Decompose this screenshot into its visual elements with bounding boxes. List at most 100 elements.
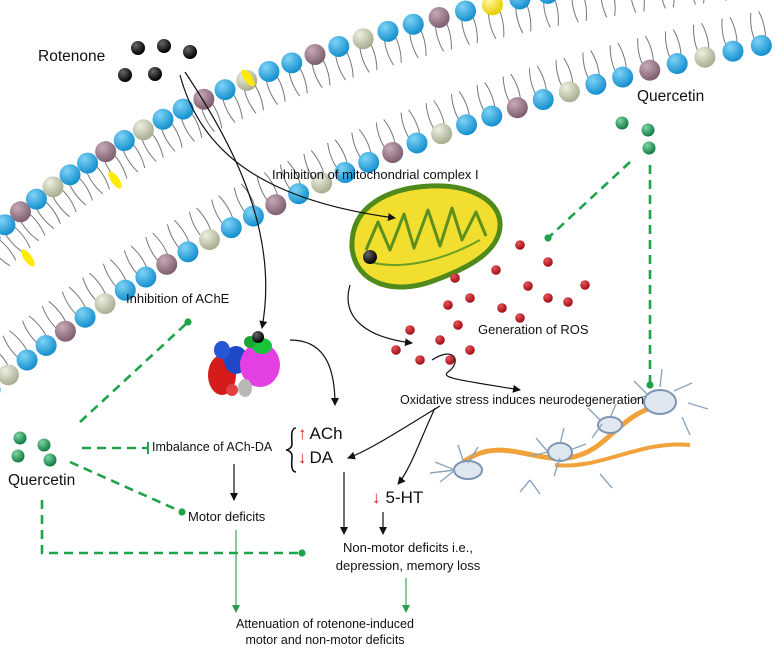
dashed-line-endpoint [298, 549, 306, 557]
lipid-head [311, 172, 333, 194]
lipid-head [481, 105, 503, 127]
quercetin-molecule [615, 116, 629, 130]
lipid-head [428, 6, 450, 28]
lipid-head [377, 20, 399, 42]
ros-particle [391, 345, 401, 355]
lipid-tail [543, 0, 551, 28]
lipid-head [156, 253, 178, 275]
da-label: DA [309, 448, 334, 467]
ros-particle [450, 273, 460, 283]
ros-particle [443, 300, 453, 310]
lipid-head [0, 364, 19, 386]
lipid-head [509, 0, 531, 10]
quercetin-molecule [37, 438, 51, 452]
lipid-head [328, 35, 350, 57]
ht5-indicator: ↓5-HT [372, 488, 423, 508]
lipid-head [9, 201, 31, 223]
lipid-head [506, 97, 528, 119]
lipid-tail [0, 239, 17, 261]
embedded-molecule [241, 69, 255, 87]
lipid-head [722, 40, 744, 62]
arrow-rotenone-to-mitochondria [179, 74, 396, 222]
lipid-head [114, 279, 136, 301]
dashed-line-endpoint [646, 381, 654, 389]
lipid-head [456, 114, 478, 136]
rotenone-molecule [363, 250, 377, 264]
lipid-head [258, 60, 280, 82]
rotenone-molecule [131, 41, 145, 55]
dashed-line-endpoint [184, 318, 192, 326]
quercetin-molecule [641, 123, 655, 137]
attenuation-line2: motor and non-motor deficits [245, 633, 405, 647]
lipid-head [694, 46, 716, 68]
lipid-head [94, 293, 116, 315]
brace-ach-da [285, 427, 297, 473]
quercetin-molecule [11, 449, 25, 463]
rotenone-molecule [157, 39, 171, 53]
lipid-head [481, 0, 503, 16]
arrow-ros-to-oxidative-stress [431, 353, 521, 393]
lipid-head [352, 28, 374, 50]
rotenone-molecule [148, 67, 162, 81]
lipid-head [334, 162, 356, 183]
arrow-mitochondria-to-ros [347, 284, 413, 347]
lipid-tail [584, 0, 587, 21]
ache-protein-illustration [208, 331, 280, 397]
arrow-oxidative-to-5ht [397, 407, 436, 485]
lipid-head [288, 183, 310, 205]
lipid-tail [0, 257, 11, 267]
lipid-head [35, 334, 57, 356]
lipid-head [135, 266, 157, 288]
molecule-particles [11, 39, 656, 467]
arrow-oxidative-to-da [347, 405, 441, 460]
lipid-tail [702, 0, 705, 4]
lipid-tail [661, 0, 666, 9]
rotenone-molecule [183, 45, 197, 59]
nonmotor-deficits-line2: depression, memory loss [335, 558, 481, 573]
lipid-head [431, 123, 453, 145]
lipid-head [406, 132, 428, 154]
lipid-head [42, 176, 64, 198]
rotenone-molecule [118, 68, 132, 82]
dashed-quercetin-to-motor [69, 460, 183, 514]
lipid-head [558, 81, 580, 103]
ach-indicator: ↑ACh [298, 424, 343, 444]
cell-membrane-bilayer [0, 0, 772, 394]
da-indicator: ↓DA [298, 448, 333, 468]
ros-particle [515, 240, 525, 250]
lipid-tail [725, 0, 727, 1]
ros-particle [515, 313, 525, 323]
imbalance-label: Imbalance of ACh-DA [152, 440, 273, 454]
lipid-tail [672, 0, 675, 8]
lipid-head [16, 349, 38, 371]
lipid-tail [554, 0, 559, 27]
lipid-head [304, 44, 326, 65]
inhibition-complex-label: Inhibition of mitochondrial complex I [272, 167, 479, 182]
lipid-head [77, 152, 99, 174]
lipid-tail [600, 0, 608, 18]
ros-particle [405, 325, 415, 335]
lipid-head [172, 98, 194, 120]
nonmotor-deficits-line1: Non-motor deficits i.e., [342, 540, 474, 555]
lipid-head [113, 130, 135, 152]
lipid-tail [571, 0, 579, 23]
dashed-line-endpoint [544, 234, 552, 242]
lipid-head [532, 89, 554, 111]
ros-particle [543, 257, 553, 267]
quercetin-molecule [13, 431, 27, 445]
lipid-head [750, 34, 772, 56]
lipid-head [0, 214, 16, 236]
ros-particle [491, 265, 501, 275]
quercetin-molecule [43, 453, 57, 467]
lipid-head [666, 53, 688, 75]
down-arrow-icon: ↓ [298, 448, 307, 467]
quercetin-label-left: Quercetin [8, 472, 76, 489]
motor-deficits-label: Motor deficits [188, 509, 266, 524]
lipid-head [402, 13, 424, 35]
lipid-head [639, 59, 661, 81]
ros-particle [453, 320, 463, 330]
lipid-tail [631, 0, 637, 13]
lipid-head [612, 66, 634, 88]
ros-particle [543, 293, 553, 303]
